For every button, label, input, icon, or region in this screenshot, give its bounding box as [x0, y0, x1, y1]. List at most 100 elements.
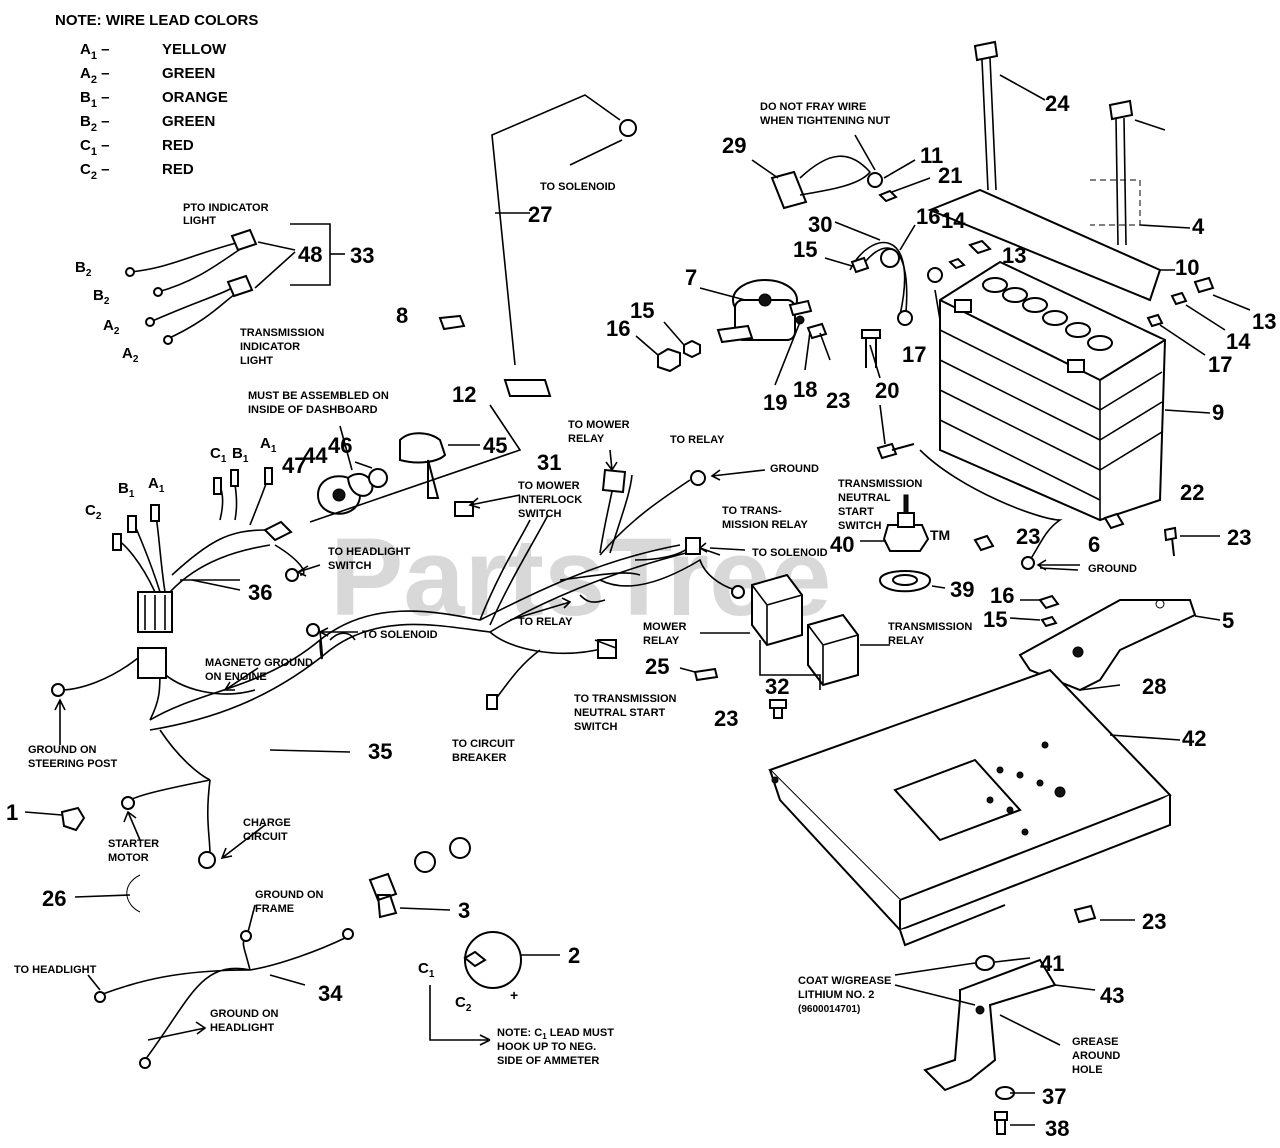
- svg-text:(9600014701): (9600014701): [798, 1004, 860, 1015]
- part-number: 24: [1045, 91, 1070, 116]
- svg-text:A2: A2: [122, 345, 139, 365]
- note-color: GREEN: [162, 65, 215, 82]
- svg-text:INSIDE OF DASHBOARD: INSIDE OF DASHBOARD: [248, 404, 378, 416]
- to-relay-top-label: TO RELAY: [670, 434, 725, 446]
- part-number: 11: [920, 143, 943, 168]
- part-number: 26: [42, 886, 66, 911]
- part-number: 23: [1016, 524, 1040, 549]
- svg-text:MISSION RELAY: MISSION RELAY: [722, 519, 808, 531]
- part-number: 23: [1142, 909, 1166, 934]
- note-row: A1 – YELLOW: [80, 41, 227, 62]
- svg-text:INDICATOR: INDICATOR: [240, 341, 300, 353]
- part-number: 16: [916, 204, 940, 229]
- svg-text:STEERING POST: STEERING POST: [28, 758, 118, 770]
- part-number: 45: [483, 433, 507, 458]
- svg-text:A1: A1: [260, 435, 277, 455]
- part-number: 15: [983, 607, 1007, 632]
- hold-down-bolts: [973, 40, 1191, 246]
- part-number: 14: [1226, 329, 1251, 354]
- hardware: [635, 315, 915, 460]
- charge-circuit-label: CHARGE: [243, 817, 291, 829]
- part-number: 5: [1222, 608, 1234, 633]
- note-row: B2 – GREEN: [80, 113, 215, 134]
- part-number: 2: [568, 943, 580, 968]
- part-number: 13: [1252, 309, 1276, 334]
- svg-text:RELAY: RELAY: [568, 433, 605, 445]
- part-number: 42: [1182, 726, 1206, 751]
- trans-neutral-switch-label: TRANSMISSION: [838, 478, 922, 490]
- svg-text:A2: A2: [103, 317, 120, 337]
- svg-text:C2 –: C2 –: [80, 161, 109, 182]
- svg-text:C2: C2: [455, 994, 472, 1014]
- part-number: 14: [941, 208, 966, 233]
- part-number: 44: [303, 443, 328, 468]
- part-number: 30: [808, 212, 832, 237]
- part-number: 23: [714, 706, 738, 731]
- to-headlight-switch-label: TO HEADLIGHT: [328, 546, 411, 558]
- to-trans-relay-label: TO TRANS-: [722, 505, 782, 517]
- part-number: 28: [1142, 674, 1166, 699]
- svg-text:SIDE OF AMMETER: SIDE OF AMMETER: [497, 1055, 599, 1067]
- mounting-plate: [768, 668, 1181, 947]
- bracket-43: [894, 955, 1096, 1135]
- svg-text:NEUTRAL: NEUTRAL: [838, 492, 891, 504]
- svg-text:SWITCH: SWITCH: [518, 508, 561, 520]
- svg-text:WHEN TIGHTENING NUT: WHEN TIGHTENING NUT: [760, 115, 890, 127]
- svg-text:SWITCH: SWITCH: [838, 520, 881, 532]
- note-color: YELLOW: [162, 41, 227, 58]
- svg-text:A1 –: A1 –: [80, 41, 109, 62]
- ground-steering-label: GROUND ON: [28, 744, 97, 756]
- note-c1-label: NOTE: C1 LEAD MUST: [497, 1027, 614, 1041]
- ground-headlight-label: GROUND ON: [210, 1008, 279, 1020]
- grease-hole-label: GREASE: [1072, 1036, 1118, 1048]
- svg-text:A2 –: A2 –: [80, 65, 109, 86]
- do-not-fray-label: DO NOT FRAY WIRE: [760, 101, 866, 113]
- to-relay-low-label: TO RELAY: [518, 616, 573, 628]
- svg-text:B1: B1: [118, 480, 135, 500]
- coat-grease-label: COAT W/GREASE: [798, 975, 891, 987]
- transmission-indicator-label: TRANSMISSION: [240, 327, 324, 339]
- indicator-lights: PTO INDICATOR LIGHT TRANSMISSION INDICAT…: [75, 202, 345, 367]
- svg-text:B1 –: B1 –: [80, 89, 109, 110]
- to-solenoid-top: TO SOLENOID: [540, 181, 616, 193]
- part-number: 16: [990, 583, 1014, 608]
- part-number: 41: [1040, 951, 1064, 976]
- part-number: 13: [1002, 243, 1026, 268]
- svg-text:SWITCH: SWITCH: [328, 560, 371, 572]
- part-number: 40: [830, 532, 854, 557]
- mower-relay-label: MOWER: [643, 621, 686, 633]
- part-number: 19: [763, 390, 787, 415]
- part-number: 34: [318, 981, 343, 1006]
- svg-text:B2: B2: [75, 259, 92, 279]
- svg-text:SWITCH: SWITCH: [574, 721, 617, 733]
- part-number: 9: [1212, 400, 1224, 425]
- starter-motor-label: STARTER: [108, 838, 159, 850]
- to-solenoid-low-label: TO SOLENOID: [362, 629, 438, 641]
- part-number: 35: [368, 739, 392, 764]
- part-number: 23: [826, 388, 850, 413]
- to-headlight-label: TO HEADLIGHT: [14, 964, 97, 976]
- svg-text:NEUTRAL START: NEUTRAL START: [574, 707, 666, 719]
- part-number: 3: [458, 898, 470, 923]
- note-color: RED: [162, 137, 194, 154]
- ignition-switch: [309, 404, 522, 523]
- svg-text:FRAME: FRAME: [255, 903, 294, 915]
- svg-text:BREAKER: BREAKER: [452, 752, 506, 764]
- svg-text:C1: C1: [210, 445, 227, 465]
- part-number: 38: [1045, 1116, 1069, 1141]
- svg-text:B2: B2: [93, 287, 110, 307]
- magneto-label: MAGNETO GROUND: [205, 657, 313, 669]
- dashboard-label: MUST BE ASSEMBLED ON: [248, 390, 389, 402]
- pto-label: PTO INDICATOR: [183, 202, 269, 214]
- svg-text:CIRCUIT: CIRCUIT: [243, 831, 288, 843]
- to-mower-interlock-label: TO MOWER: [518, 480, 580, 492]
- part-number: 15: [630, 298, 654, 323]
- ground-label: GROUND: [770, 463, 819, 475]
- lower-left-parts: [24, 806, 560, 1069]
- svg-text:+: +: [510, 987, 518, 1003]
- part-number: 12: [452, 382, 476, 407]
- to-circuit-breaker-label: TO CIRCUIT: [452, 738, 515, 750]
- part-number: 10: [1175, 255, 1199, 280]
- to-trans-neutral-label: TO TRANSMISSION: [574, 693, 677, 705]
- neutral-switch: [860, 494, 1079, 593]
